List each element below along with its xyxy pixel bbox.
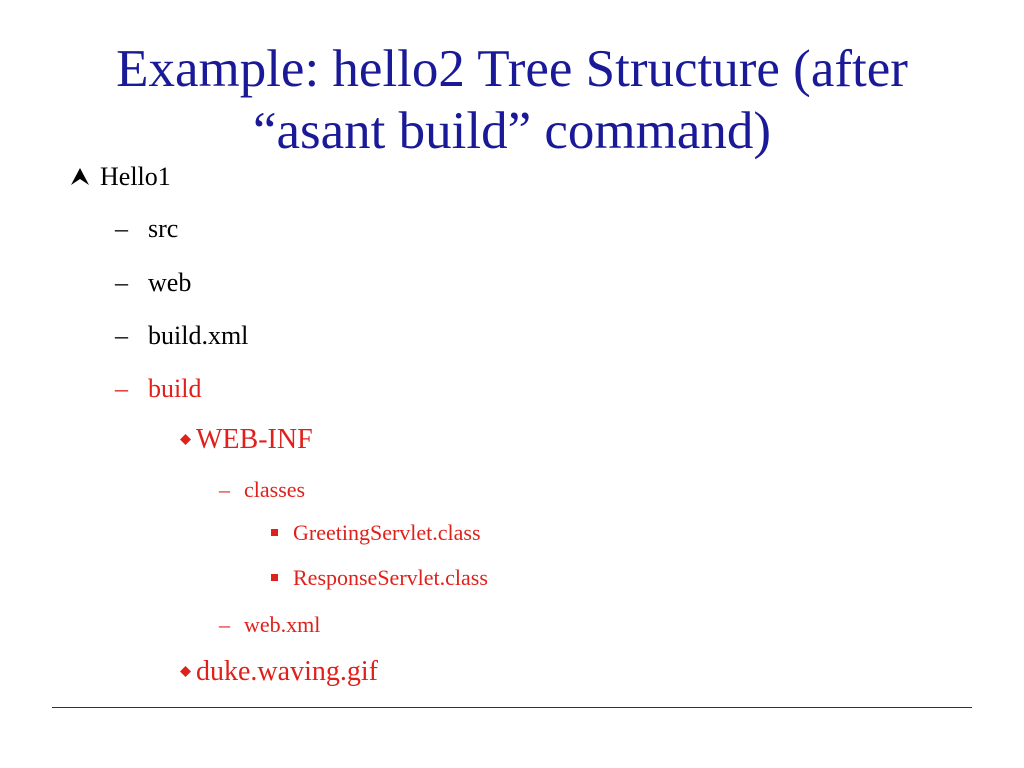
arrow-up-icon	[71, 168, 89, 185]
diamond-icon	[180, 666, 191, 677]
tree-item-duke-gif: duke.waving.gif	[196, 656, 378, 687]
title-line-2: “asant build” command)	[252, 102, 772, 160]
tree-item-build-xml: –build.xml	[115, 323, 248, 349]
tree-item-classes: –classes	[219, 479, 305, 501]
tree-item-label: web.xml	[244, 612, 321, 637]
tree-item-label: src	[148, 214, 179, 243]
title-line-1: Example: hello2 Tree Structure (after	[116, 40, 908, 98]
dash-marker: –	[115, 321, 128, 350]
tree-item-build: –build	[115, 376, 201, 402]
dash-marker: –	[219, 477, 230, 502]
dash-marker: –	[219, 612, 230, 637]
tree-item-web-inf: WEB-INF	[196, 424, 313, 455]
dash-marker: –	[115, 374, 128, 403]
tree-item-label: web	[148, 268, 192, 297]
tree-item-label: classes	[244, 477, 306, 502]
tree-item-src: –src	[115, 216, 178, 242]
tree-item-hello1: Hello1	[100, 162, 171, 191]
footer-divider	[52, 707, 972, 708]
slide-title: Example: hello2 Tree Structure (after “a…	[20, 38, 1004, 162]
diamond-icon	[180, 434, 191, 445]
dash-marker: –	[115, 214, 128, 243]
dash-marker: –	[115, 268, 128, 297]
tree-item-label: build.xml	[148, 321, 249, 350]
square-bullet-icon	[271, 529, 278, 536]
tree-item-response-servlet: ResponseServlet.class	[293, 565, 488, 590]
tree-item-web: –web	[115, 270, 191, 296]
tree-item-label: build	[148, 374, 202, 403]
tree-item-greeting-servlet: GreetingServlet.class	[293, 520, 481, 545]
square-bullet-icon	[271, 574, 278, 581]
tree-item-web-xml: –web.xml	[219, 614, 320, 636]
